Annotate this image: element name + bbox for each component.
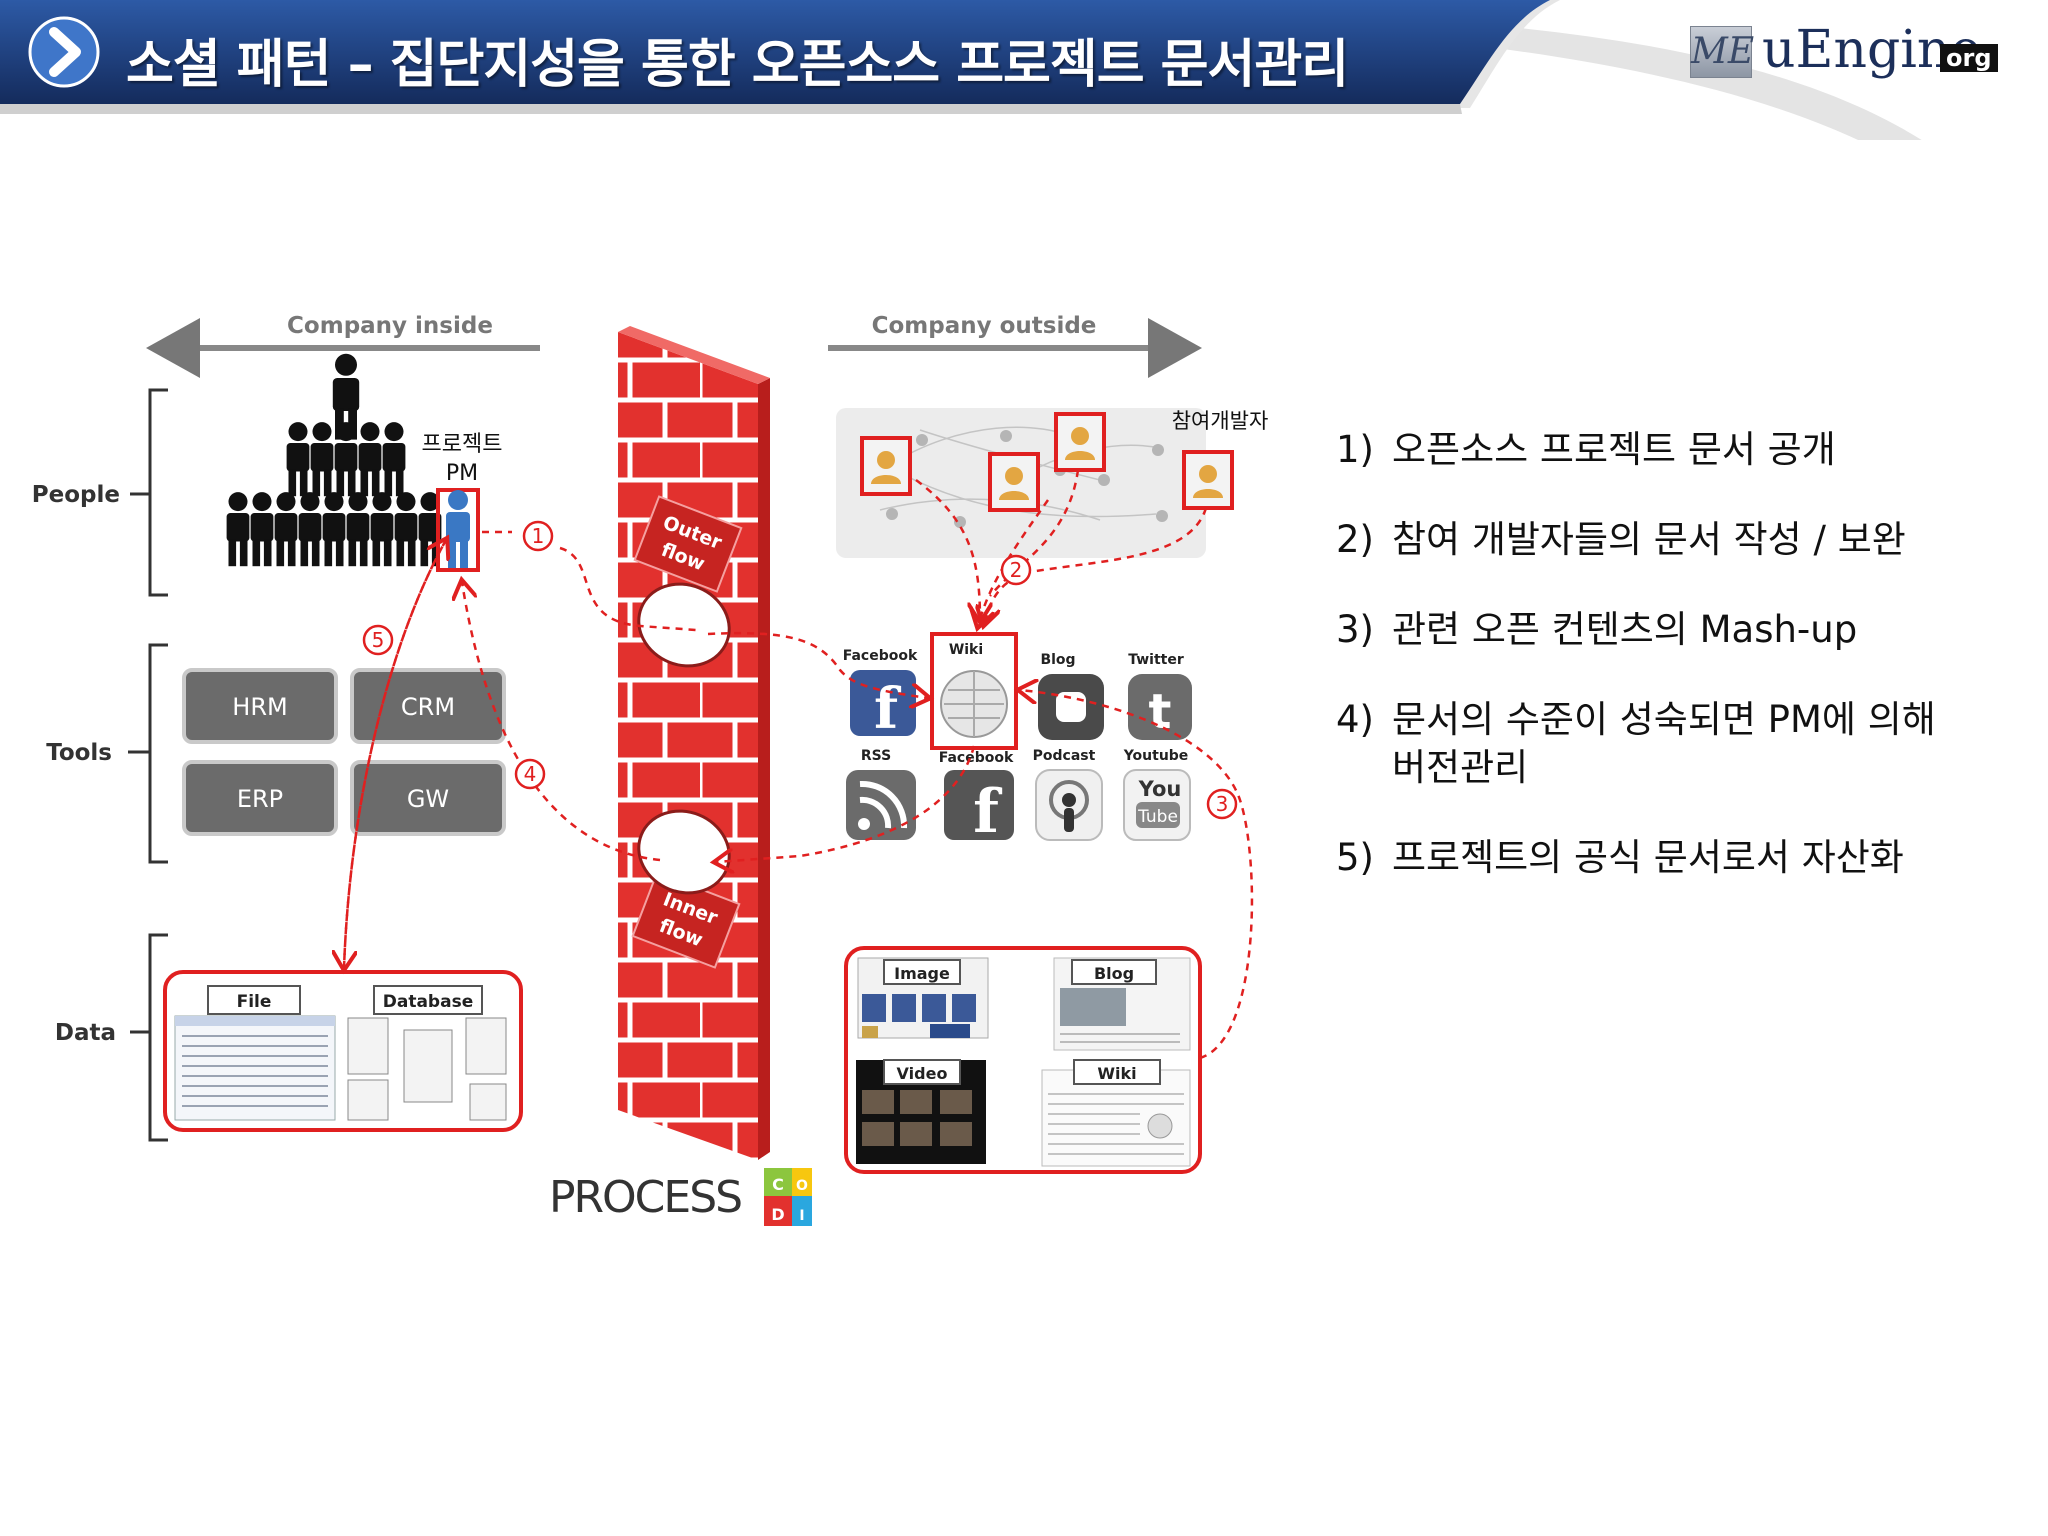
- svg-text:You: You: [1138, 777, 1182, 801]
- svg-text:RSS: RSS: [861, 748, 891, 764]
- company-inside-label: Company inside: [287, 313, 493, 339]
- svg-text:Wiki: Wiki: [1097, 1064, 1136, 1083]
- data-bracket: [148, 933, 168, 1142]
- svg-text:2: 2: [1010, 558, 1023, 582]
- tools-label: Tools: [46, 740, 112, 766]
- contributor-avatar: [988, 452, 1040, 512]
- list-item-text: 관련 오픈 컨텐츠의 Mash-up: [1392, 608, 1858, 651]
- step-marker-3: 3: [1206, 788, 1238, 820]
- logo-mark: ME: [1690, 26, 1754, 78]
- file-tab-label: File: [237, 992, 272, 1012]
- external-content-box: Image Blog Video Wiki: [844, 946, 1202, 1174]
- contributor-avatar: [860, 436, 912, 496]
- internal-data-box: File Database: [163, 970, 523, 1132]
- svg-text:I: I: [799, 1208, 804, 1224]
- svg-text:3: 3: [1216, 792, 1229, 816]
- svg-text:Podcast: Podcast: [1033, 748, 1096, 764]
- people-label: People: [32, 482, 120, 508]
- svg-text:t: t: [1149, 684, 1172, 740]
- list-item-text: 참여 개발자들의 문서 작성 / 보완: [1392, 518, 1906, 561]
- svg-text:Twitter: Twitter: [1128, 652, 1184, 668]
- svg-text:Facebook: Facebook: [939, 750, 1014, 766]
- step-marker-1: 1: [522, 520, 554, 552]
- step-marker-5: 5: [362, 624, 394, 656]
- pm-label-line1: 프로젝트: [422, 432, 503, 457]
- svg-text:Facebook: Facebook: [843, 648, 918, 664]
- file-thumbnail: [174, 1015, 336, 1121]
- list-item: 3) 관련 오픈 컨텐츠의 Mash-up: [1336, 606, 1976, 654]
- list-item: 4) 문서의 수준이 성숙되면 PM에 의해 버전관리: [1336, 696, 1976, 792]
- svg-text:Wiki: Wiki: [949, 642, 983, 658]
- list-item-number: 1): [1336, 428, 1374, 471]
- contributor-avatar: [1182, 450, 1234, 510]
- svg-text:4: 4: [524, 762, 537, 786]
- contributor-avatar: [1054, 412, 1106, 472]
- step-markers: 1 2 3 4 5: [362, 520, 1238, 820]
- step-marker-4: 4: [514, 758, 546, 790]
- list-item-number: 3): [1336, 608, 1374, 651]
- outer-flow-hole: [637, 582, 731, 668]
- pm-person-icon: [446, 490, 470, 568]
- tool-crm-label: CRM: [401, 693, 455, 721]
- svg-text:Youtube: Youtube: [1123, 748, 1189, 764]
- list-item-text: 오픈소스 프로젝트 문서 공개: [1392, 428, 1836, 471]
- list-item-number: 4): [1336, 698, 1374, 741]
- firewall-wall: Outer flow Inner flow: [618, 326, 770, 1160]
- steps-list: 1) 오픈소스 프로젝트 문서 공개 2) 참여 개발자들의 문서 작성 / 보…: [1336, 426, 1976, 924]
- page-title: 소셜 패턴 – 집단지성을 통한 오픈소스 프로젝트 문서관리: [126, 35, 1349, 95]
- list-item-text: 문서의 수준이 성숙되면 PM에 의해 버전관리: [1392, 698, 1936, 789]
- facebook-gray-icon: [944, 770, 1014, 840]
- contributor-network: [836, 408, 1234, 558]
- svg-text:Image: Image: [894, 964, 950, 983]
- flow-arrows: [344, 469, 1254, 1060]
- header-bar: [0, 0, 1922, 140]
- social-icons: Facebook f Wiki Blog Twitter t RSS Faceb…: [843, 632, 1192, 847]
- svg-text:Tube: Tube: [1137, 807, 1178, 827]
- list-item-number: 5): [1336, 836, 1374, 879]
- organization-pyramid: [226, 353, 442, 567]
- tools-bracket: [148, 643, 168, 864]
- logo-badge: org: [1940, 44, 1998, 72]
- process-label: PROCESS: [549, 1172, 741, 1223]
- database-tab-label: Database: [383, 992, 473, 1012]
- data-label: Data: [55, 1020, 116, 1046]
- svg-text:f: f: [973, 777, 1003, 847]
- company-outside-label: Company outside: [872, 313, 1097, 339]
- svg-text:Video: Video: [897, 1064, 948, 1083]
- list-item: 5) 프로젝트의 공식 문서로서 자산화: [1336, 834, 1976, 882]
- tool-erp: [182, 760, 338, 836]
- svg-text:1: 1: [532, 524, 545, 548]
- outer-flow-sign: Outer flow: [633, 495, 743, 593]
- people-bracket: [148, 388, 168, 597]
- tool-crm: [350, 668, 506, 744]
- svg-text:5: 5: [372, 628, 385, 652]
- svg-text:Blog: Blog: [1094, 964, 1134, 983]
- svg-text:C: C: [772, 1175, 784, 1194]
- tool-gw: [350, 760, 506, 836]
- list-item-number: 2): [1336, 518, 1374, 561]
- list-item: 2) 참여 개발자들의 문서 작성 / 보완: [1336, 516, 1976, 564]
- list-item-text: 프로젝트의 공식 문서로서 자산화: [1392, 836, 1904, 879]
- step-marker-2: 2: [1000, 554, 1032, 586]
- tool-hrm-label: HRM: [232, 693, 287, 721]
- chevron-right-icon: [49, 27, 81, 77]
- svg-text:O: O: [796, 1178, 808, 1194]
- tools-group: HRM CRM ERP GW: [182, 668, 506, 836]
- file-tab: [207, 985, 301, 1015]
- list-item: 1) 오픈소스 프로젝트 문서 공개: [1336, 426, 1976, 474]
- svg-text:f: f: [874, 676, 902, 742]
- svg-text:D: D: [771, 1205, 784, 1224]
- database-thumbnail: [347, 1017, 507, 1121]
- tool-erp-label: ERP: [237, 785, 283, 813]
- codi-logo: C O D I: [764, 1168, 812, 1226]
- tool-gw-label: GW: [407, 785, 449, 813]
- pm-label-line2: PM: [446, 461, 478, 486]
- database-tab: [373, 985, 483, 1015]
- twitter-icon: [1128, 674, 1192, 740]
- svg-text:Blog: Blog: [1040, 652, 1075, 668]
- contributors-label: 참여개발자: [1172, 409, 1269, 433]
- tool-hrm: [182, 668, 338, 744]
